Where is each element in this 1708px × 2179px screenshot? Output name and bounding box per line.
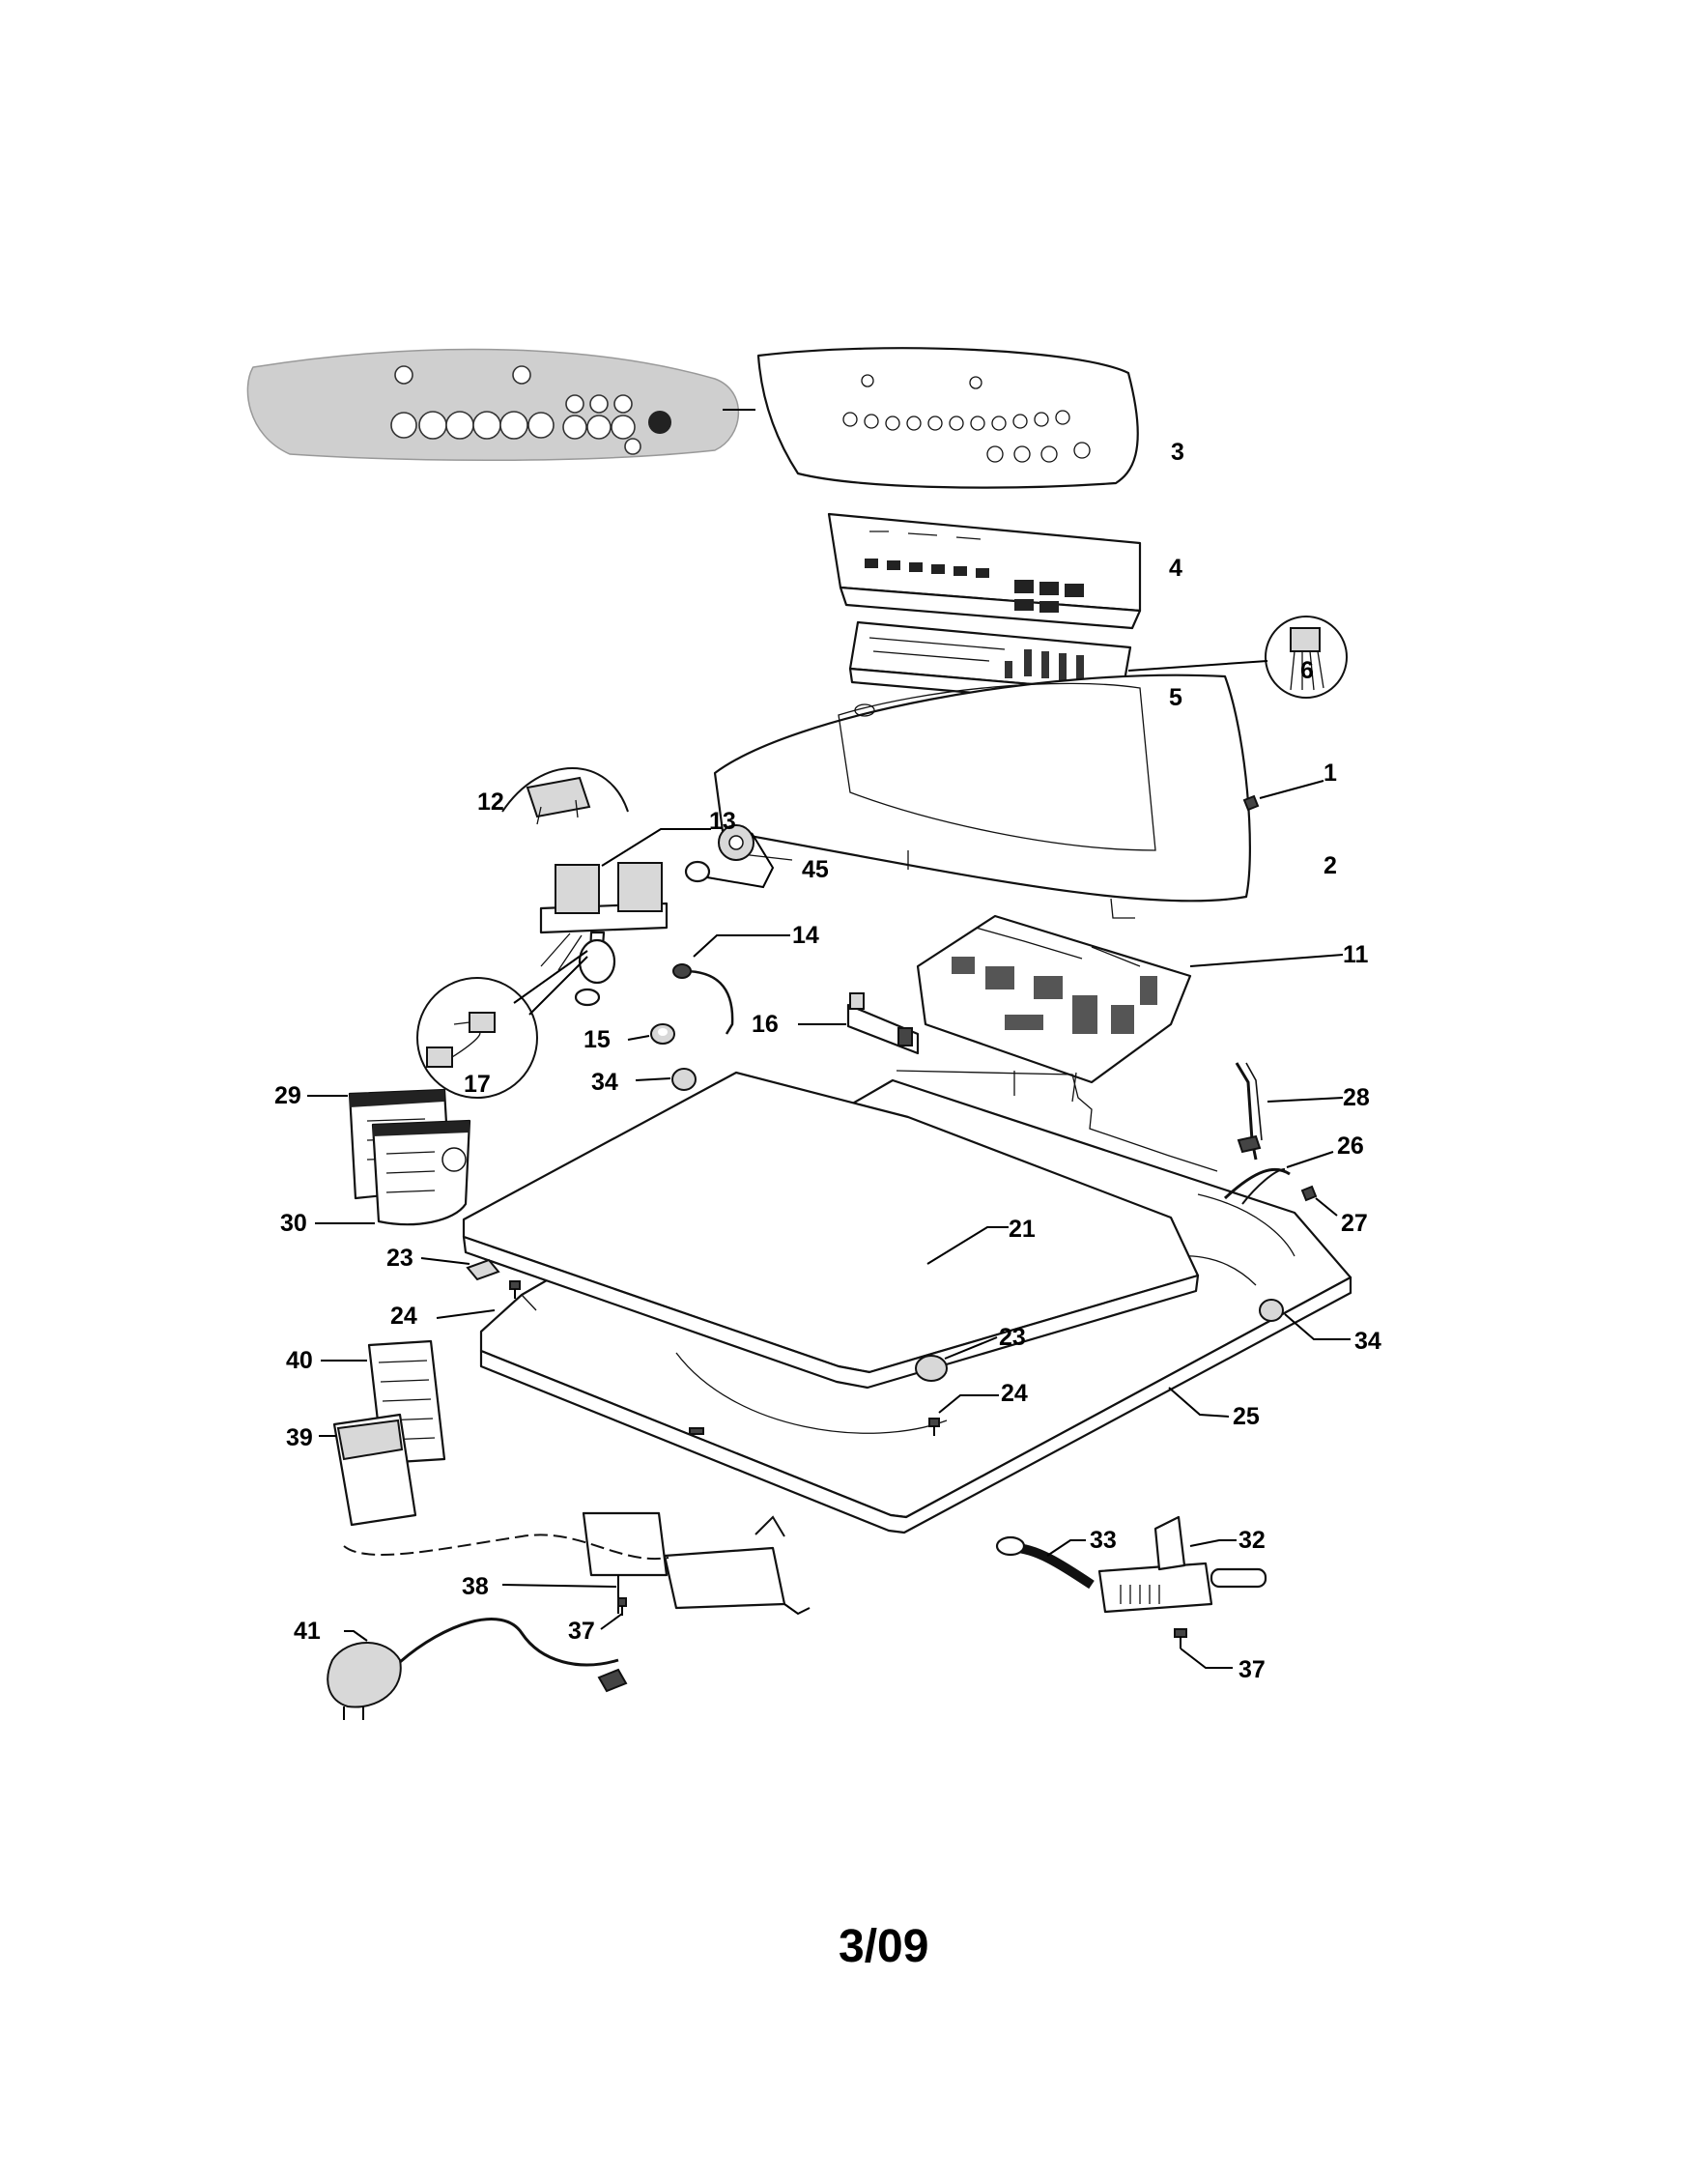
- part-23-bumper-right: [915, 1355, 948, 1382]
- callout-41: 41: [294, 1618, 321, 1645]
- part-4-console-panel: [827, 512, 1142, 630]
- part-2-console-backguard: [713, 674, 1251, 919]
- callout-17: 17: [464, 1071, 491, 1098]
- part-33-drain-hose: [995, 1535, 1095, 1590]
- callout-6: 6: [1300, 657, 1314, 684]
- console-overlay-decal: [246, 348, 740, 462]
- part-41-power-cord: [327, 1618, 628, 1720]
- callout-labels: 1 2 3 4 5 6 11 12 13 14 15 16 17 21 23 2…: [274, 439, 1381, 1683]
- callout-2: 2: [1324, 852, 1337, 879]
- part-21-lid: [462, 1071, 1200, 1390]
- callout-15: 15: [584, 1026, 611, 1053]
- part-6-wire-connector: [1265, 616, 1348, 699]
- callout-24b: 24: [1001, 1380, 1028, 1407]
- callout-34a: 34: [591, 1069, 618, 1096]
- callout-11: 11: [1343, 941, 1369, 968]
- part-30-manual: [371, 1119, 471, 1226]
- part-17-valve-connector: [416, 977, 538, 1099]
- part-14-pressure-hose: [672, 963, 734, 1035]
- callout-32: 32: [1238, 1527, 1266, 1554]
- part-15-grommet: [650, 1023, 675, 1045]
- part-34-small-part-right: [1259, 1299, 1284, 1322]
- callout-33: 33: [1090, 1527, 1117, 1554]
- callout-16: 16: [752, 1011, 779, 1038]
- callout-27: 27: [1341, 1210, 1368, 1237]
- part-37-screw-right: [1174, 1628, 1187, 1649]
- part-23-bumper-left: [466, 1258, 500, 1281]
- callout-29: 29: [274, 1082, 301, 1109]
- callout-25: 25: [1233, 1403, 1260, 1430]
- part-34-small-part-left: [671, 1068, 697, 1091]
- part-28-harness-clip: [1235, 1062, 1263, 1161]
- part-26-hose: [1241, 1168, 1286, 1205]
- page-number: 3/09: [839, 1921, 928, 1972]
- callout-23b: 23: [999, 1324, 1026, 1351]
- callout-13: 13: [709, 808, 736, 835]
- part-12-valve-bracket: [501, 767, 629, 825]
- callout-23a: 23: [386, 1245, 413, 1272]
- callout-3: 3: [1171, 439, 1184, 466]
- callout-37a: 37: [568, 1618, 595, 1645]
- callout-14: 14: [792, 922, 819, 949]
- callout-30: 30: [280, 1210, 307, 1237]
- part-24-screw-right: [928, 1418, 940, 1436]
- callout-45: 45: [802, 856, 829, 883]
- callout-28: 28: [1343, 1084, 1370, 1111]
- part-38-junction-box: [343, 1511, 811, 1616]
- part-11-main-control-board: [916, 914, 1192, 1084]
- part-32-pressure-switch: [1097, 1515, 1267, 1614]
- part-1-screw: [1242, 794, 1260, 812]
- part-16-lid-lock: [846, 992, 920, 1055]
- callout-37b: 37: [1238, 1656, 1266, 1683]
- callout-1: 1: [1324, 760, 1337, 787]
- callout-4: 4: [1169, 555, 1182, 582]
- callout-12: 12: [477, 788, 504, 816]
- callout-38: 38: [462, 1573, 489, 1600]
- part-37-screw-left: [617, 1597, 627, 1616]
- callout-40: 40: [286, 1347, 313, 1374]
- part-24-screw-left: [509, 1280, 521, 1299]
- callout-5: 5: [1169, 684, 1182, 711]
- part-39-literature-bag: [332, 1413, 417, 1527]
- callout-26: 26: [1337, 1133, 1364, 1160]
- part-13-inlet-valve: [539, 862, 669, 1007]
- callout-34b: 34: [1354, 1328, 1381, 1355]
- callout-21: 21: [1009, 1216, 1036, 1243]
- callout-24a: 24: [390, 1303, 417, 1330]
- part-3-console-overlay: [756, 347, 1139, 489]
- part-27-clip: [1300, 1185, 1318, 1202]
- part-45-drive-gear: [684, 824, 754, 883]
- callout-39: 39: [286, 1424, 313, 1451]
